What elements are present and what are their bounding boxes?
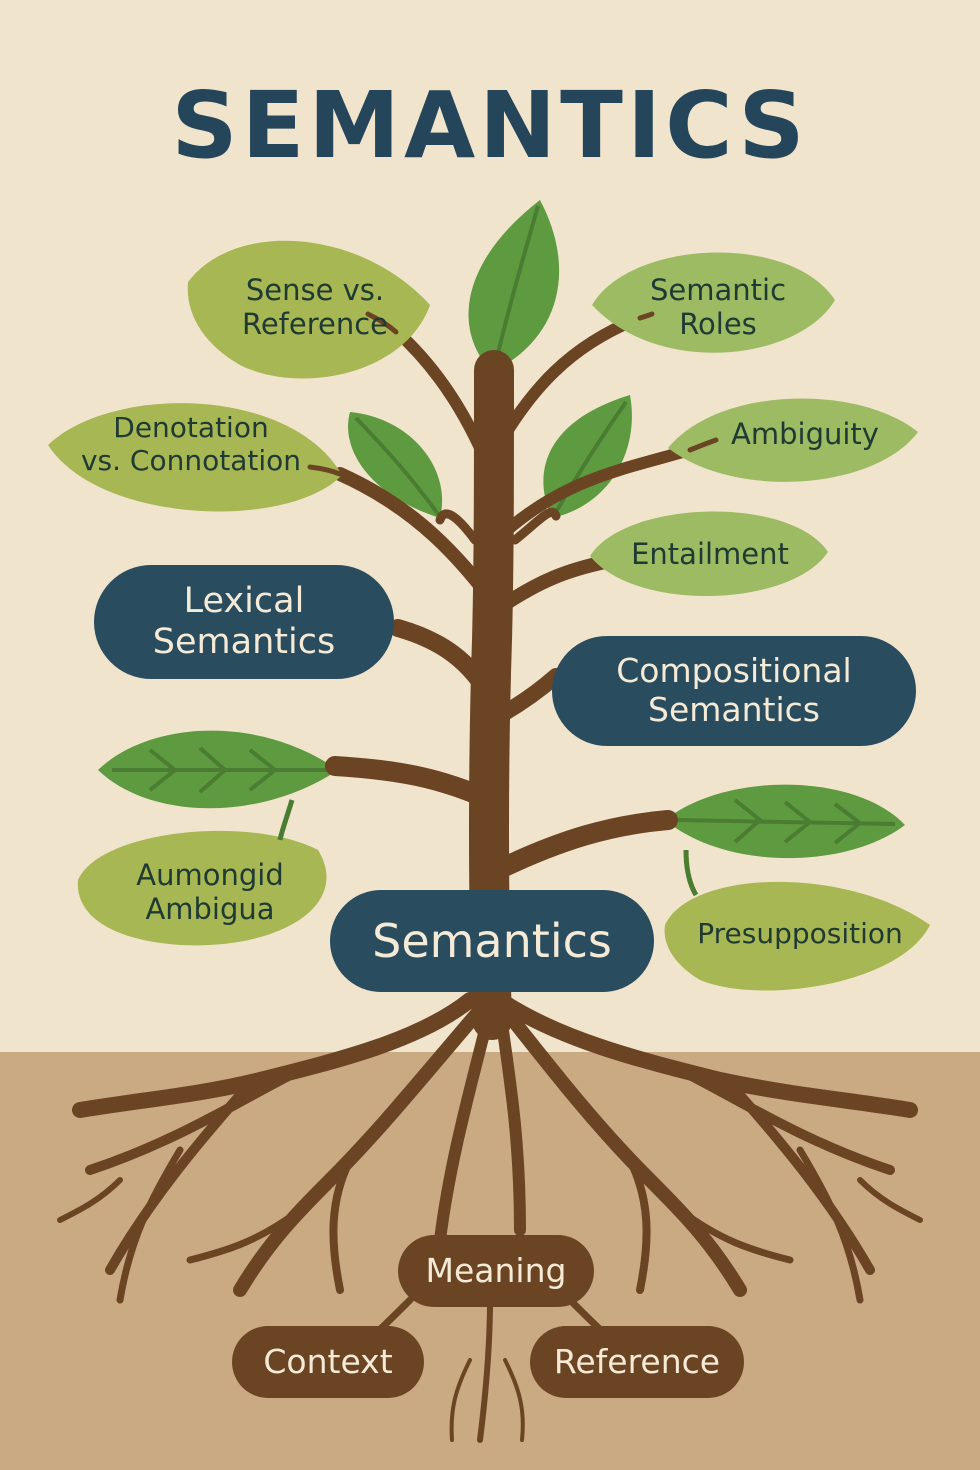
tree-trunk-and-branches bbox=[325, 312, 696, 1040]
label-semantic-roles: Semantic Roles bbox=[649, 272, 787, 341]
roots bbox=[57, 992, 923, 1443]
pill-center-semantics bbox=[330, 890, 654, 992]
label-presupposition: Presupposition bbox=[697, 917, 903, 951]
decorative-leaf-lower-left bbox=[98, 730, 338, 809]
label-compositional-semantics: Compositional Semantics bbox=[616, 651, 852, 729]
pill-compositional-semantics bbox=[552, 636, 916, 746]
leaf-semantic-roles bbox=[592, 252, 835, 353]
leaf-ambiguity bbox=[668, 398, 918, 482]
label-entailment: Entailment bbox=[631, 536, 789, 571]
leaf-aumongid-ambigua bbox=[77, 830, 327, 946]
stem-left bbox=[277, 799, 295, 841]
root-pill-meaning bbox=[398, 1235, 594, 1307]
root-pill-context bbox=[232, 1326, 424, 1398]
label-center-semantics: Semantics bbox=[372, 913, 612, 968]
stem-right bbox=[683, 849, 699, 897]
label-sense-vs-reference: Sense vs. Reference bbox=[241, 272, 389, 341]
leaf-entailment bbox=[590, 511, 828, 597]
leaf-sense-vs-reference bbox=[187, 240, 430, 379]
twigs bbox=[307, 311, 719, 477]
decorative-leaf-left bbox=[348, 412, 443, 518]
label-ambiguity: Ambiguity bbox=[731, 416, 879, 451]
decorative-leaf-top bbox=[468, 200, 560, 372]
label-root-reference: Reference bbox=[553, 1341, 721, 1381]
decorative-leaf-lower-right bbox=[665, 784, 905, 859]
label-denotation-vs-connotation: Denotation vs. Connotation bbox=[80, 410, 302, 477]
root-pill-reference bbox=[530, 1326, 744, 1398]
leaf-denotation-vs-connotation bbox=[48, 403, 342, 512]
label-root-context: Context bbox=[263, 1341, 393, 1381]
label-aumongid-ambigua: Aumongid Ambigua bbox=[136, 857, 284, 926]
leaf-presupposition bbox=[664, 881, 930, 991]
page-title: SEMANTICS bbox=[171, 72, 809, 179]
pill-lexical-semantics bbox=[94, 565, 394, 679]
label-root-meaning: Meaning bbox=[425, 1250, 567, 1290]
label-lexical-semantics: Lexical Semantics bbox=[152, 580, 336, 662]
